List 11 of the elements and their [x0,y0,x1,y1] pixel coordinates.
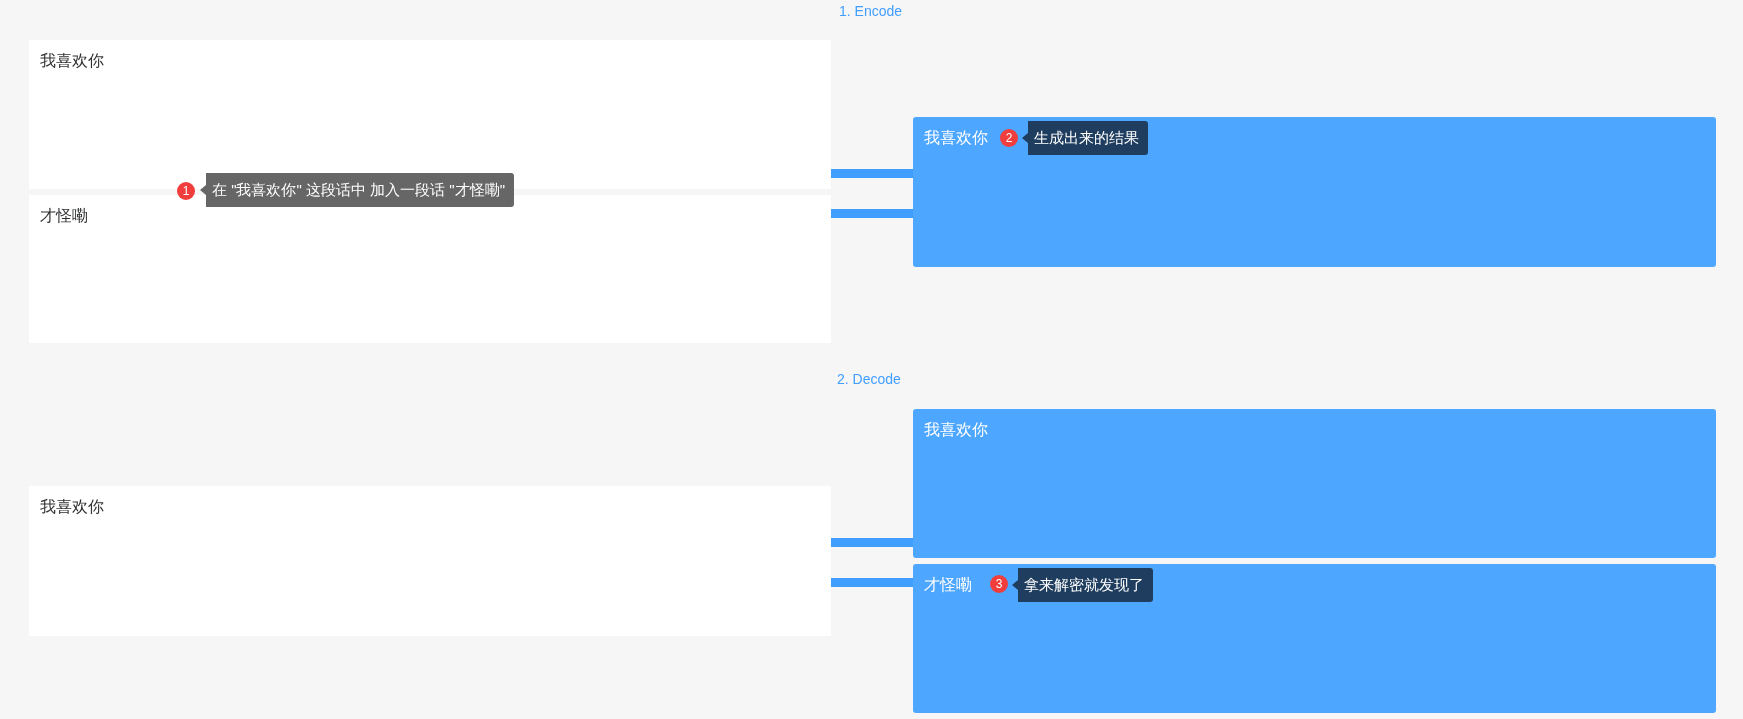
tooltip: 生成出来的结果 [1022,121,1148,155]
connector-bar [831,209,913,218]
tooltip: 在 "我喜欢你" 这段话中 加入一段话 "才怪嘞" [200,173,514,207]
connector-bar [831,538,913,547]
connector-bar [831,169,913,178]
section-heading: 1. Encode [839,3,903,19]
text-input-area: 我喜欢你 [29,486,831,636]
result-panel: 我喜欢你 [913,409,1716,558]
connector-bar [831,578,913,587]
tooltip: 拿来解密就发现了 [1012,568,1153,602]
section-heading: 2. Decode [837,371,901,387]
